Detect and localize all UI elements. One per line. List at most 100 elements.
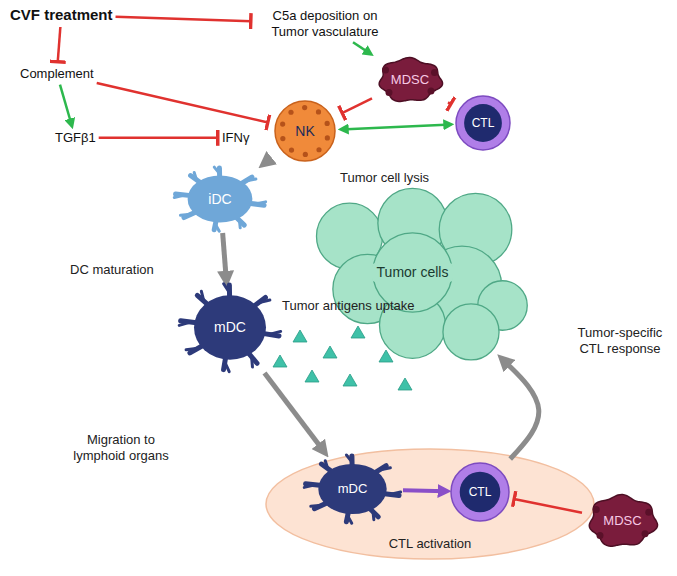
cell-label: CTL [472, 116, 495, 130]
dendrite [348, 516, 352, 523]
cell-granule [289, 148, 294, 153]
inhibition-connector [342, 98, 372, 113]
cytokine-label: TGFβ1 [55, 130, 96, 146]
arrow-connector [223, 233, 227, 281]
cell-body [275, 101, 335, 161]
cell-granule [280, 136, 285, 141]
nk-cell: NK [272, 100, 338, 162]
arrow-connector [502, 359, 539, 459]
dendrite [201, 291, 204, 301]
dendrite [180, 214, 191, 215]
cell-label: MDSC [603, 513, 641, 529]
cell-label: CTL activation [389, 536, 472, 552]
dendrite [258, 300, 270, 303]
cell-granule [303, 152, 308, 157]
dendritic-cell: iDC [175, 168, 265, 230]
inhibition-connector [58, 27, 61, 62]
inhibition-connector [99, 137, 218, 140]
tumor-cell [443, 304, 499, 360]
cell-granule [325, 135, 330, 140]
dendrite [325, 461, 327, 469]
cell-granule [325, 121, 330, 126]
antigen-triangle [351, 326, 365, 338]
treatment-label: CVF treatment [10, 6, 113, 24]
cell-body [318, 464, 386, 514]
annotation-label: Tumor cell lysis [340, 170, 460, 186]
antigen-triangle [293, 330, 307, 342]
cell-granule [288, 110, 293, 115]
node-text: Complement [20, 66, 94, 82]
vasculature-label: C5a deposition on Tumor vasculature [255, 8, 395, 39]
cell-body [589, 495, 657, 547]
cell-granule [302, 105, 307, 110]
dendrite [186, 348, 198, 349]
dendrite [269, 331, 280, 334]
cell-granule [645, 509, 652, 516]
cell-body [451, 463, 509, 521]
cell-granule [316, 147, 321, 152]
antigen-triangle [323, 346, 337, 358]
dendrite [304, 485, 315, 488]
arrow-connector [60, 85, 72, 126]
cell-body [456, 96, 510, 150]
arrow-connector [403, 490, 446, 491]
dendrite [255, 202, 265, 204]
cell-label: mDC [338, 481, 368, 497]
cell-granule [386, 89, 393, 96]
cell-body [194, 295, 266, 360]
antigen-triangle [379, 350, 393, 362]
dendrite [346, 455, 352, 462]
dendritic-cell: mDC [305, 456, 400, 522]
cell-body [188, 175, 253, 222]
arrow-connector [265, 373, 325, 452]
cell-granule [431, 69, 438, 76]
cytokine-label: IFNγ [222, 130, 249, 146]
annotation-label: Migration to lymphoid organs [62, 432, 180, 463]
node-text: TGFβ1 [55, 130, 96, 146]
dendrite [372, 512, 376, 520]
antigen-triangle [273, 355, 287, 367]
inhibition-connector [116, 17, 251, 21]
mdsc-cell: MDSC [375, 55, 445, 105]
antigen-triangle [305, 370, 319, 382]
inhibition-connector [448, 102, 451, 104]
node-text: CVF treatment [10, 6, 113, 24]
dendrite [238, 220, 242, 227]
cell-granule [593, 506, 600, 513]
cell-granule [382, 67, 389, 74]
cell-label: MDSC [391, 72, 429, 88]
inhibition-connector [97, 83, 268, 122]
dendrite [214, 167, 219, 173]
arrow-connector [341, 124, 451, 129]
node-text: IFNγ [222, 130, 249, 146]
region-outline [266, 449, 594, 559]
cell-granule [280, 121, 285, 126]
node-text: C5a deposition on Tumor vasculature [255, 8, 395, 39]
annotation-label: Tumor-specific CTL response [570, 325, 670, 356]
cell-label: NK [295, 123, 314, 140]
dendrite [179, 322, 190, 325]
antigen-triangle [343, 374, 357, 386]
cell-label: mDC [214, 319, 246, 336]
tumor-cluster: Tumor cells [300, 190, 525, 355]
dendrite [194, 172, 196, 179]
ctl-cell: CTL [455, 95, 511, 151]
cell-granule [642, 530, 649, 537]
cell-granule [597, 532, 604, 539]
lymphoid-region: CTL activation mDC CTL [265, 448, 595, 560]
mdsc-cell: MDSC [585, 492, 660, 550]
ctl-cell: CTL [450, 462, 510, 522]
dendrite [379, 468, 390, 470]
antigen-triangle [398, 378, 412, 390]
dendrite [390, 492, 401, 494]
dendrite [174, 195, 184, 197]
complement-label: Complement [20, 66, 94, 82]
cell-granule [428, 88, 435, 95]
annotation-label: DC maturation [70, 262, 154, 278]
dendrite [215, 224, 219, 231]
dendritic-cell: mDC [180, 285, 280, 370]
cell-label: Tumor cells [372, 263, 454, 282]
dendrite [224, 284, 230, 293]
cell-body [379, 57, 442, 101]
